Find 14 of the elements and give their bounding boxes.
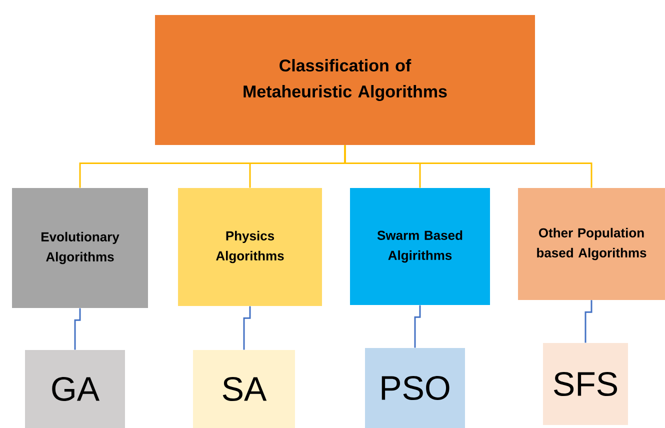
category-box: Other Population based Algorithms — [518, 188, 665, 300]
algorithm-box: PSO — [365, 348, 465, 428]
algorithm-box: SFS — [543, 342, 628, 425]
algorithm-box: GA — [25, 350, 125, 428]
category-box: Physics Algorithms — [178, 188, 322, 306]
connector-line — [74, 308, 81, 350]
title-box: Classification of Metaheuristic Algorithms — [155, 15, 535, 145]
category-box: Swarm Based Algirithms — [350, 188, 490, 305]
connector-line — [414, 305, 421, 348]
connector-line — [584, 300, 592, 343]
algorithm-box: SA — [193, 350, 295, 428]
connector-line — [344, 145, 592, 188]
connector-line — [243, 306, 251, 350]
category-box: Evolutionary Algorithms — [12, 188, 148, 308]
